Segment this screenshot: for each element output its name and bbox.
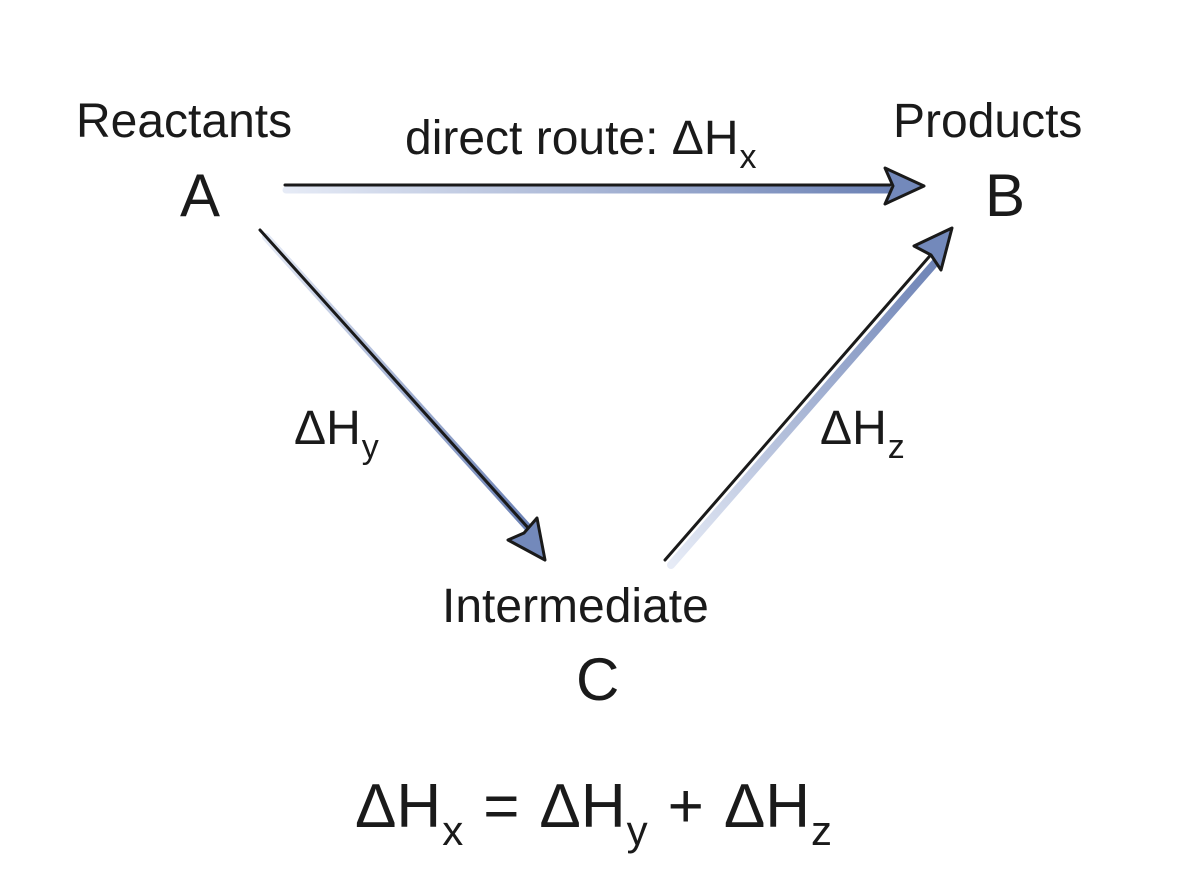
a-to-c-subscript: y: [361, 428, 379, 466]
node-a-caption: Reactants: [76, 95, 293, 148]
arrow-c-to-b-shade: [667, 252, 945, 569]
direct-route-prefix: direct route:: [405, 112, 672, 165]
a-to-c-label: ΔHy: [294, 402, 379, 465]
eq-term2-subscript: y: [626, 807, 648, 854]
direct-route-symbol: ΔH: [671, 112, 739, 165]
eq-term3-subscript: z: [811, 807, 833, 854]
arrow-a-to-c-line: [258, 228, 532, 532]
eq-plus-sign: +: [667, 772, 704, 841]
eq-equals-sign: =: [483, 772, 520, 841]
eq-term1-symbol: ΔH: [355, 772, 442, 841]
node-a-letter: A: [180, 162, 221, 229]
node-c-letter: C: [576, 646, 620, 713]
c-to-b-symbol: ΔH: [820, 402, 887, 455]
direct-route-subscript: x: [739, 138, 757, 176]
arrow-a-to-c-head: [506, 516, 547, 562]
hess-law-equation: ΔHx=ΔHy+ΔHz: [355, 772, 832, 852]
eq-term3: ΔHz: [723, 772, 832, 852]
eq-term3-symbol: ΔH: [723, 772, 811, 841]
arrow-c-to-b-line: [663, 248, 937, 562]
arrow-c-to-b: [663, 226, 954, 569]
a-to-c-symbol: ΔH: [294, 402, 361, 455]
node-b-caption: Products: [893, 95, 1083, 148]
node-b-letter: B: [985, 162, 1026, 229]
arrow-c-to-b-head: [912, 226, 954, 272]
eq-term1: ΔHx: [355, 772, 463, 852]
direct-route-label: direct route: ΔHx: [405, 112, 757, 175]
c-to-b-subscript: z: [887, 428, 905, 466]
eq-term1-subscript: x: [442, 807, 464, 854]
eq-term2-symbol: ΔH: [539, 772, 626, 841]
eq-term2: ΔHy: [539, 772, 647, 852]
c-to-b-label: ΔHz: [820, 402, 905, 465]
arrow-a-to-b-head: [883, 166, 926, 206]
arrow-a-to-c: [258, 228, 547, 562]
arrow-a-to-b: [282, 166, 926, 206]
node-c-caption: Intermediate: [442, 580, 709, 633]
